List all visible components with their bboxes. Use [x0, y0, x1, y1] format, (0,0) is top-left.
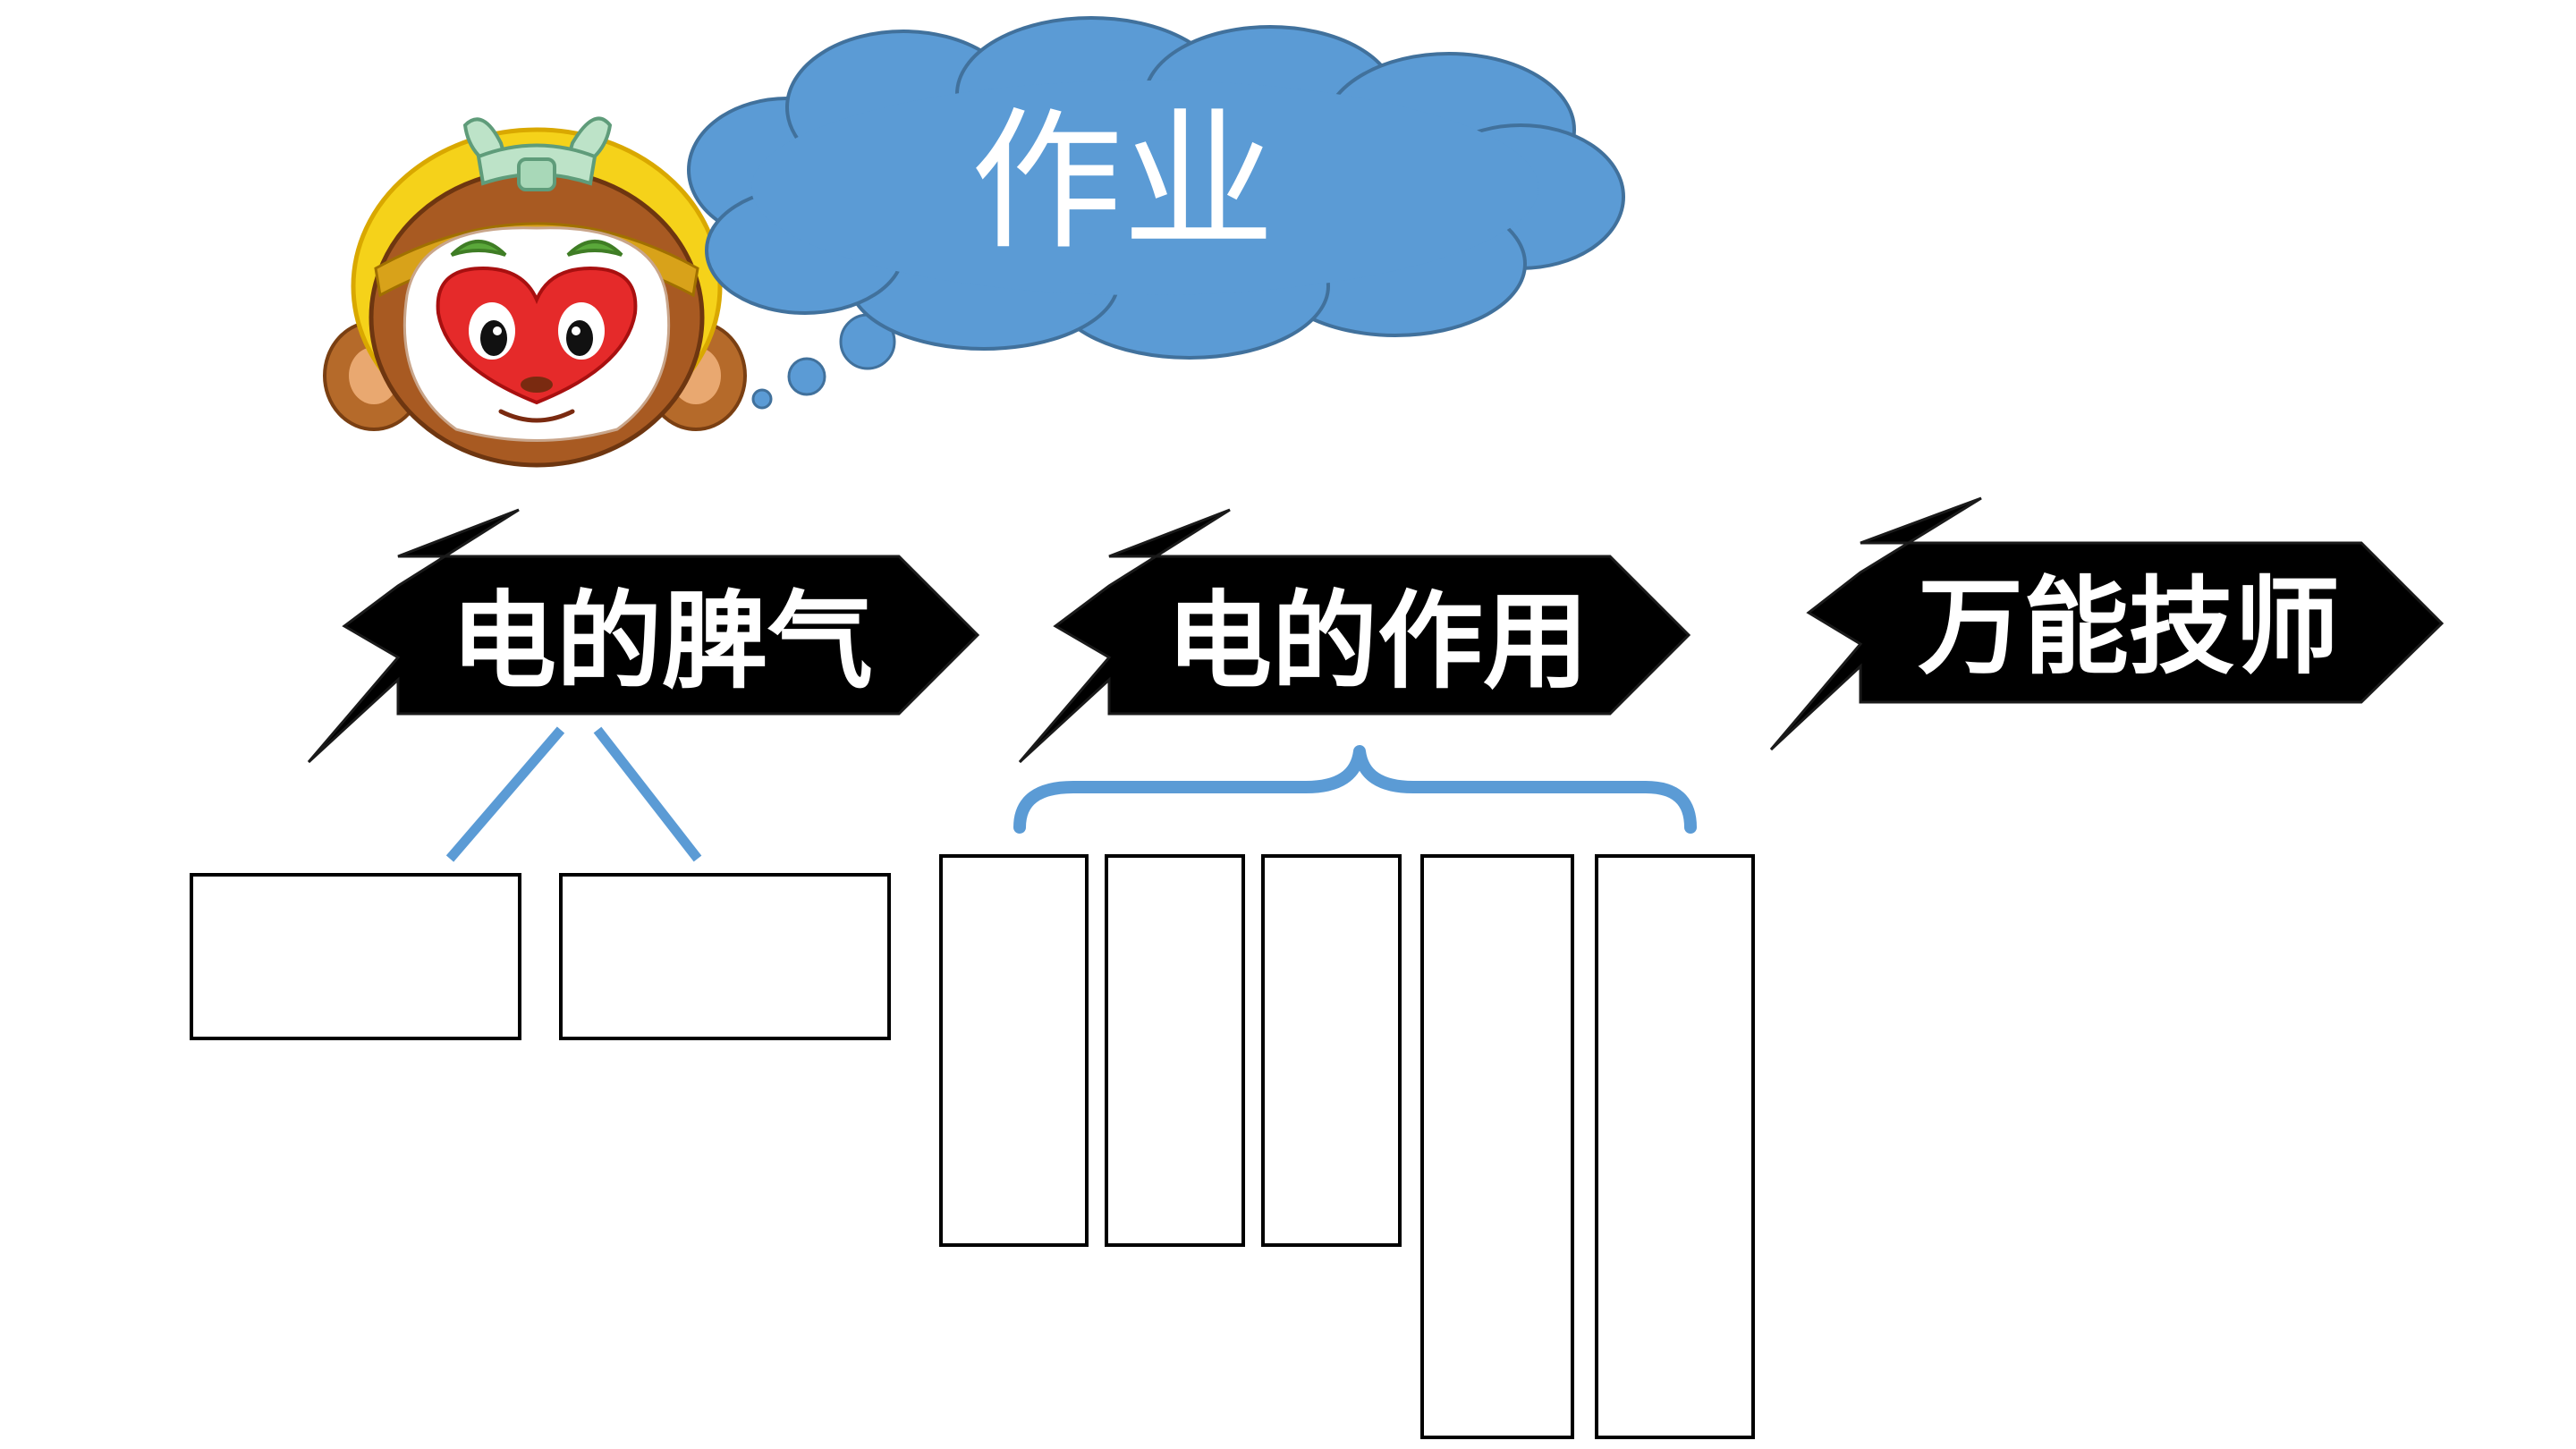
- answer-box[interactable]: [559, 873, 891, 1040]
- monkey-king-mascot: [323, 116, 747, 468]
- branch-line-left: [445, 726, 565, 862]
- tag-electricity-temper: 电的脾气: [307, 508, 980, 764]
- answer-box[interactable]: [1420, 854, 1574, 1439]
- branch-lines: [445, 726, 702, 862]
- tag-label: 电的作用: [1166, 580, 1589, 703]
- tag-electricity-uses: 电的作用: [1018, 508, 1691, 764]
- cloud-title: 作业: [970, 94, 1275, 271]
- tag-label: 万能技师: [1918, 565, 2340, 689]
- tag-universal-technician: 万能技师: [1769, 496, 2445, 751]
- cloud-callout: 作业: [687, 16, 1625, 360]
- answer-box[interactable]: [1261, 854, 1402, 1247]
- branch-line-right: [593, 726, 702, 862]
- answer-box[interactable]: [939, 854, 1089, 1247]
- answer-box[interactable]: [1105, 854, 1245, 1247]
- curly-brace: [1013, 745, 1697, 834]
- answer-box[interactable]: [1595, 854, 1755, 1439]
- answer-box[interactable]: [190, 873, 521, 1040]
- thought-bubbles: [751, 313, 896, 410]
- answer-boxes: [190, 854, 1755, 1439]
- tag-label: 电的脾气: [451, 580, 873, 703]
